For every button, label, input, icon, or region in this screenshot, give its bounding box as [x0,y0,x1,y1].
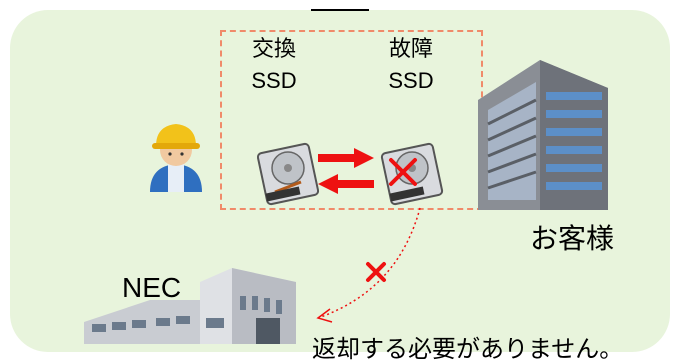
replacement-ssd-icon [256,142,320,206]
return-path-arrow [316,207,421,323]
technician-icon [150,124,202,192]
customer-label: お客様 [529,223,614,254]
exchange-arrows [318,148,374,194]
failed-ssd-icon [380,142,444,206]
nec-label: NEC [122,272,182,303]
replacement-ssd-label: SSD [251,68,297,93]
cross-mark-icon [389,158,417,186]
top-tab-mark [311,0,369,11]
no-return-note: 返却する必要がありません。 [312,336,624,363]
return-cross-icon [366,262,386,282]
factory-icon [84,268,296,344]
failed-ssd-label: SSD [388,68,434,93]
replacement-label: 交換 [251,36,296,61]
failed-label: 故障 [388,36,433,61]
building-icon [478,60,608,210]
